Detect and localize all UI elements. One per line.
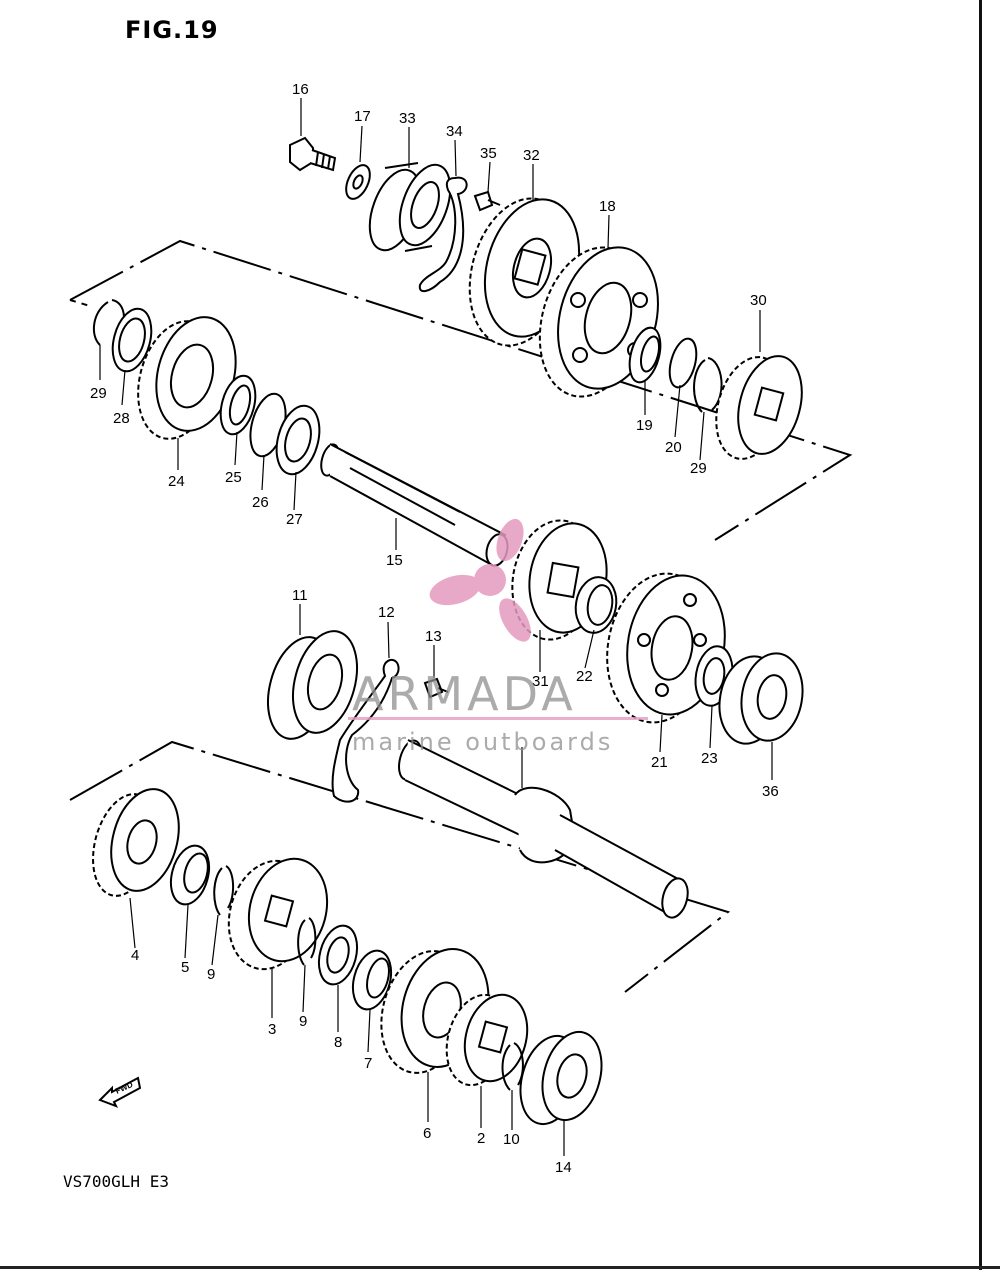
- washer-27: [275, 404, 321, 476]
- washer-28: [111, 307, 153, 373]
- callout-13: 13: [425, 628, 442, 645]
- callout-36: 36: [762, 783, 779, 800]
- gear-4: [92, 788, 180, 897]
- bush-5: [169, 844, 211, 906]
- callout-27: 27: [286, 511, 303, 528]
- gear-3: [227, 857, 329, 971]
- bearing-36: [718, 652, 804, 745]
- callout-7: 7: [364, 1055, 372, 1072]
- bush-25: [219, 374, 257, 436]
- upper-group-frame: [69, 239, 853, 541]
- model-code: VS700GLH E3: [63, 1172, 169, 1191]
- callout-9-left: 9: [207, 966, 215, 983]
- callout-33: 33: [399, 110, 416, 127]
- watermark-tagline: marine outboards: [352, 728, 613, 756]
- screw-13: [423, 677, 449, 699]
- bearing-11: [267, 630, 358, 740]
- washer-17: [345, 164, 371, 200]
- callout-2: 2: [477, 1130, 485, 1147]
- washer-8: [317, 924, 359, 986]
- callout-22: 22: [576, 668, 593, 685]
- callout-34: 34: [446, 123, 463, 140]
- callout-12: 12: [378, 604, 395, 621]
- callout-18: 18: [599, 198, 616, 215]
- lower-group-frame: [69, 740, 731, 993]
- fwd-arrow-icon: FWD: [98, 1076, 142, 1108]
- callout-35: 35: [480, 145, 497, 162]
- callout-31: 31: [532, 673, 549, 690]
- callout-11: 11: [292, 587, 308, 604]
- circlip-29-right: [693, 357, 723, 413]
- callout-23: 23: [701, 750, 718, 767]
- callout-32: 32: [523, 147, 540, 164]
- callout-30: 30: [750, 292, 767, 309]
- callout-17: 17: [354, 108, 371, 125]
- circlip-9-left: [213, 865, 234, 916]
- gear-30: [715, 355, 803, 460]
- callout-28: 28: [113, 410, 130, 427]
- bush-22: [574, 576, 618, 634]
- callout-16: 16: [292, 81, 309, 98]
- figure-title: FIG.19: [125, 16, 219, 44]
- callout-20: 20: [665, 439, 682, 456]
- bolt-16: [289, 136, 337, 172]
- callout-14: 14: [555, 1159, 572, 1176]
- watermark-brand: ARMADA: [352, 667, 577, 721]
- countershaft: [398, 739, 689, 919]
- callout-6: 6: [423, 1125, 431, 1142]
- callout-9-right: 9: [299, 1013, 307, 1030]
- watermark: ARMADA marine outboards: [348, 518, 648, 756]
- callout-10: 10: [503, 1131, 520, 1148]
- bearing-33: [368, 162, 452, 252]
- bearing-14: [519, 1030, 603, 1126]
- bush-19: [628, 326, 662, 384]
- callout-3: 3: [268, 1021, 276, 1038]
- callout-21: 21: [651, 754, 668, 771]
- bush-7: [351, 949, 393, 1011]
- propeller-logo-icon: [429, 518, 531, 642]
- circlip-9-right: [297, 917, 317, 966]
- gear-24: [137, 316, 237, 440]
- callout-4: 4: [131, 947, 139, 964]
- leader-lines: [99, 98, 773, 1156]
- callout-25: 25: [225, 469, 242, 486]
- callout-26: 26: [252, 494, 269, 511]
- retainer-12: [331, 658, 400, 803]
- gear-21: [606, 572, 726, 724]
- page-right-border: [979, 0, 982, 1270]
- washer-20: [668, 337, 698, 389]
- screw-35: [473, 190, 501, 212]
- gear-2: [445, 993, 529, 1087]
- callout-19: 19: [636, 417, 653, 434]
- callout-5: 5: [181, 959, 189, 976]
- callout-8: 8: [334, 1034, 342, 1051]
- callout-29-left: 29: [90, 385, 107, 402]
- callout-15: 15: [386, 552, 403, 569]
- page-bottom-border: [0, 1266, 1000, 1269]
- retainer-34: [418, 176, 468, 293]
- callout-24: 24: [168, 473, 185, 490]
- callout-29-right: 29: [690, 460, 707, 477]
- callout-numbers: 16 17 33 34 35 32 18 30 29 28 24 25 26 2…: [90, 81, 779, 1176]
- circlip-10: [501, 1042, 524, 1091]
- shaft-15: [320, 443, 509, 567]
